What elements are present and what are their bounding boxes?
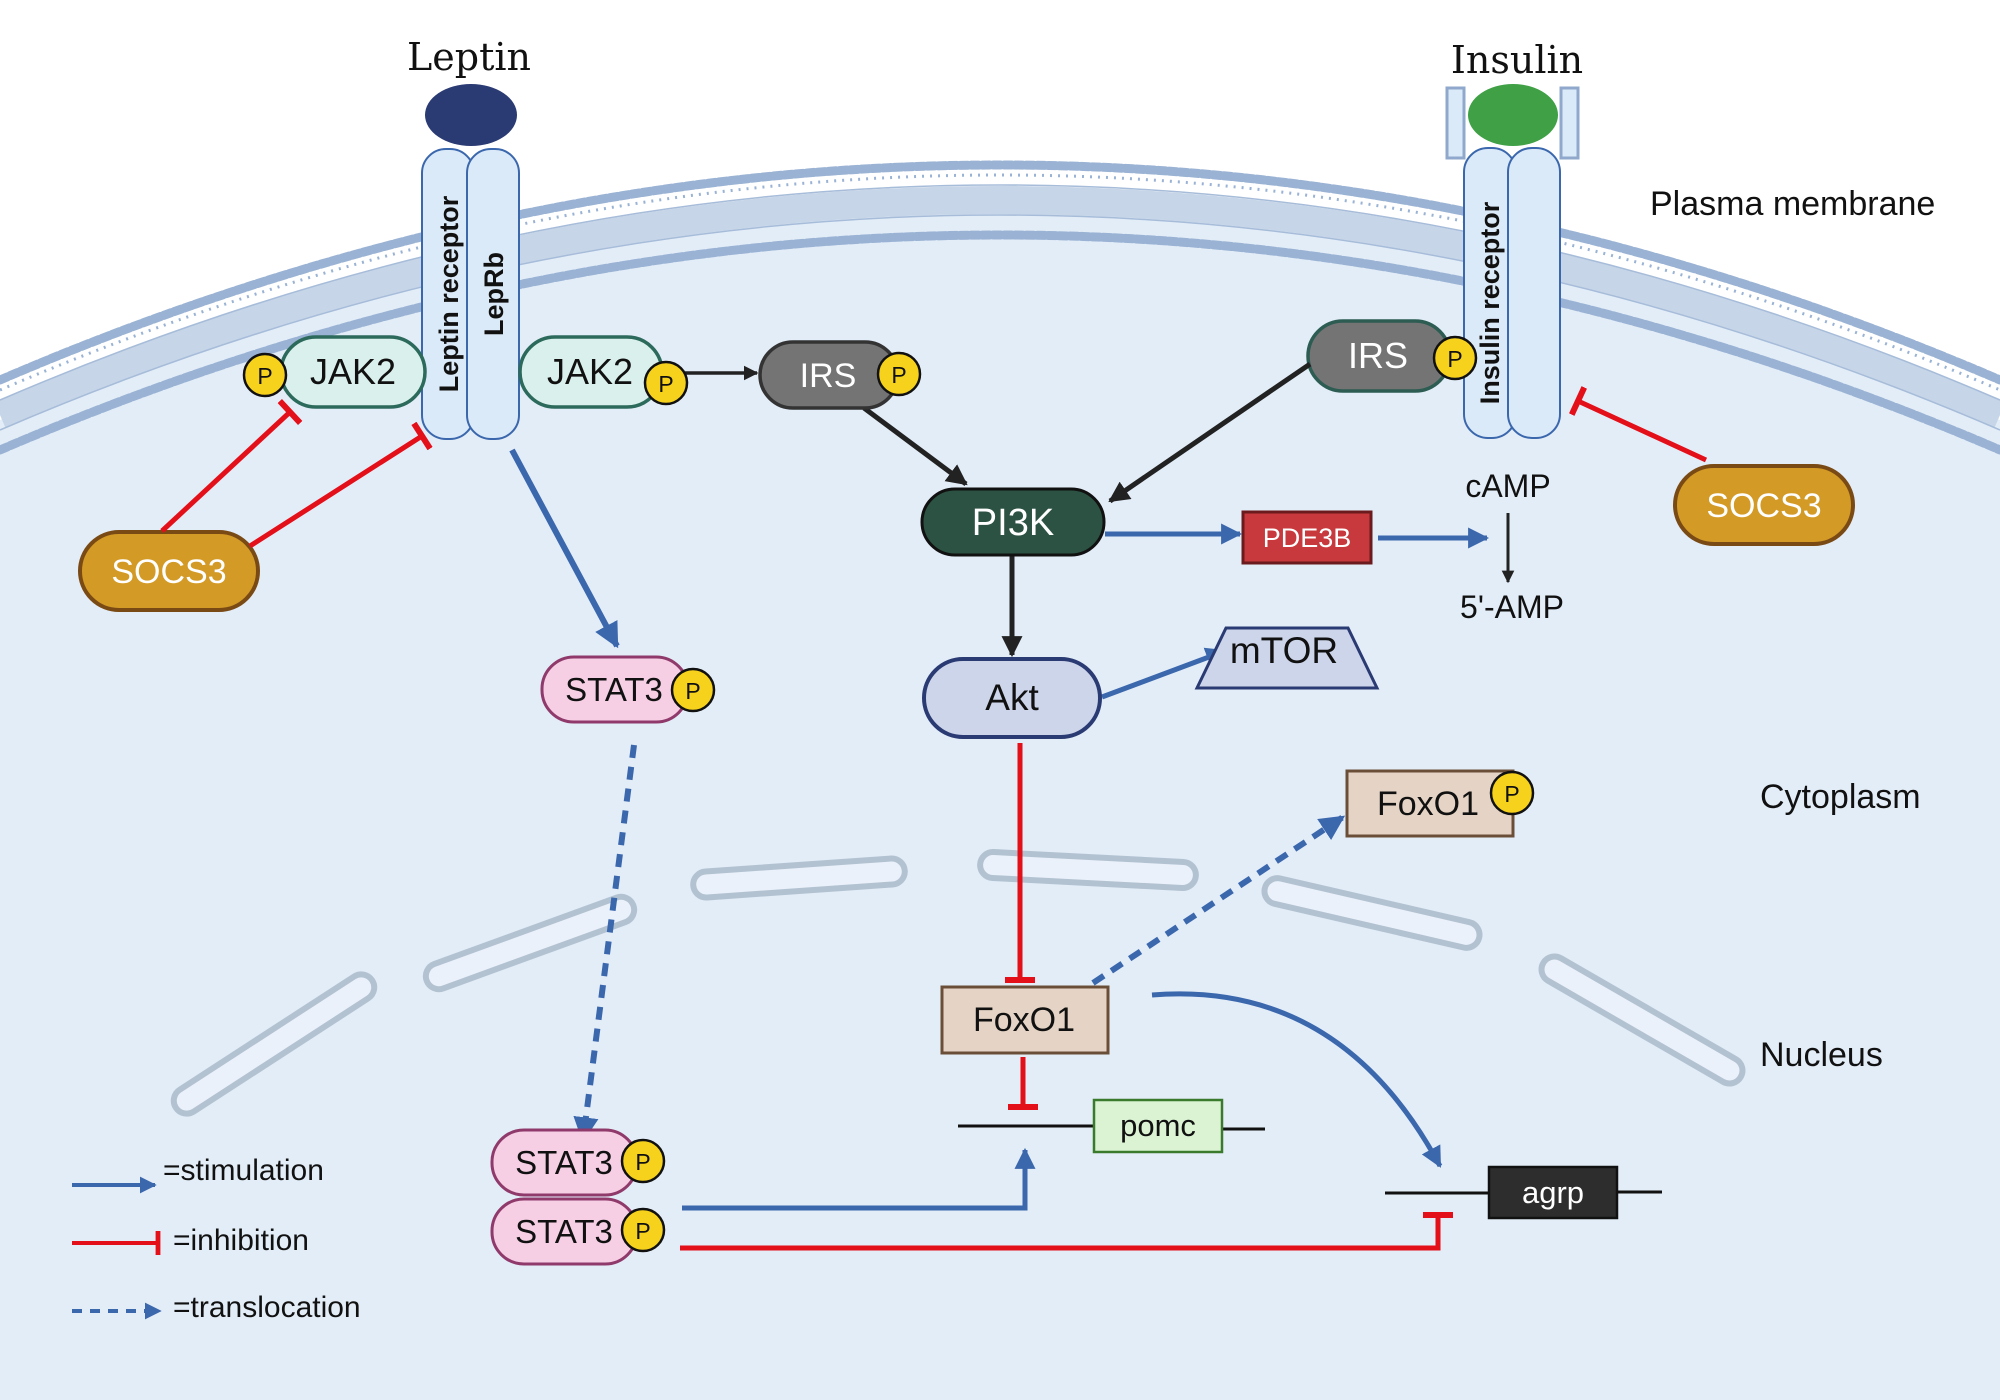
agrp-label: agrp <box>1522 1175 1584 1210</box>
insulin-label: Insulin <box>1451 38 1583 82</box>
akt <box>922 657 1102 739</box>
leprb-label: LepRb <box>479 252 509 336</box>
phospho-label: P <box>1504 781 1519 807</box>
stat3-cytoplasm-label: STAT3 <box>565 671 663 708</box>
jak2-right-label: JAK2 <box>547 351 633 392</box>
akt-to-mtor-arrow <box>1101 647 1227 700</box>
legend-inhibition-label: =inhibition <box>173 1224 309 1257</box>
phospho-label: P <box>891 362 906 388</box>
foxo1-nucleus-label: FoxO1 <box>973 1001 1075 1039</box>
cytoplasm-region <box>0 205 2000 1400</box>
camp-label: cAMP <box>1465 468 1550 504</box>
plasma-membrane <box>0 160 2000 455</box>
nuclear-envelope <box>170 849 1746 1117</box>
foxo1-to-agrp-arrow <box>1151 991 1443 1168</box>
stat3-to-pomc-arrow <box>682 1147 1036 1211</box>
insulin-ligand <box>1468 84 1558 146</box>
mtor-label: mTOR <box>1230 630 1338 671</box>
phospho-label: P <box>257 363 272 389</box>
phospho-stat3-cytoplasm <box>670 667 716 713</box>
phospho-stat3-dimer-bottom <box>620 1207 666 1253</box>
phospho-irs-leptin <box>876 351 922 397</box>
phospho-jak2-left <box>242 352 288 398</box>
jak2-left-label: JAK2 <box>310 351 396 392</box>
phospho-jak2-right <box>643 360 689 406</box>
socs3-right <box>1673 464 1855 546</box>
legend-translocation-label: =translocation <box>173 1291 361 1324</box>
legend: =stimulation =inhibition =translocation <box>72 1154 361 1324</box>
leptin-label: Leptin <box>407 35 531 79</box>
pde3b-label: PDE3B <box>1263 523 1352 553</box>
legend-stimulation-label: =stimulation <box>163 1154 324 1187</box>
agrp-gene <box>1487 1165 1619 1220</box>
irs-to-pi3k-arrow <box>862 405 968 487</box>
irs-insulin-label: IRS <box>1348 335 1408 376</box>
leprb-to-stat3-arrow <box>509 448 620 649</box>
nucleus-label: Nucleus <box>1760 1036 1883 1074</box>
socs3-right-label: SOCS3 <box>1706 487 1821 525</box>
leptin-receptor-chain-2 <box>466 148 520 440</box>
irs-insulin-to-pi3k-arrow <box>1108 361 1312 504</box>
phospho-stat3-dimer-top <box>620 1138 666 1184</box>
stat3-dimer-top-label: STAT3 <box>515 1144 613 1181</box>
pde3b <box>1241 510 1373 565</box>
leptin-ligand <box>425 84 517 146</box>
insulin-receptor-alpha-left <box>1445 86 1466 160</box>
phospho-label: P <box>1447 346 1462 372</box>
foxo1-cytoplasm-label: FoxO1 <box>1377 785 1479 823</box>
leptin-receptor-label: Leptin receptor <box>434 195 464 392</box>
stat3-inhibits-agrp <box>680 1212 1453 1251</box>
insulin-receptor-chain-2 <box>1507 147 1561 439</box>
stat3-dimer-bottom-label: STAT3 <box>515 1213 613 1250</box>
plasma-membrane-label: Plasma membrane <box>1650 185 1935 223</box>
pi3k-label: PI3K <box>972 502 1054 544</box>
insulin-receptor-alpha-right <box>1559 86 1580 160</box>
irs-leptin-label: IRS <box>800 357 857 395</box>
cytoplasm-label: Cytoplasm <box>1760 778 1921 816</box>
socs3-inhibits-insulin-receptor <box>1568 386 1708 463</box>
stat3-translocation-arrow <box>573 744 637 1143</box>
foxo1-export-arrow <box>1091 814 1346 986</box>
socs3-inhibits-jak2 <box>160 398 303 533</box>
phospho-irs-insulin <box>1432 335 1478 381</box>
phospho-label: P <box>635 1149 650 1175</box>
socs3-left-label: SOCS3 <box>111 553 226 591</box>
akt-label: Akt <box>985 677 1039 718</box>
insulin-receptor-label: Insulin receptor <box>1475 201 1505 404</box>
phospho-foxo1 <box>1489 770 1535 816</box>
pomc-gene <box>1092 1098 1224 1154</box>
phospho-label: P <box>685 678 700 704</box>
socs3-left <box>78 530 260 612</box>
foxo1-nucleus <box>940 985 1110 1055</box>
socs3-inhibits-leptin-receptor <box>248 421 433 549</box>
phospho-label: P <box>658 371 673 397</box>
pi3k <box>920 487 1106 557</box>
pomc-label: pomc <box>1120 1108 1196 1143</box>
5amp-label: 5'-AMP <box>1460 589 1564 625</box>
phospho-label: P <box>635 1218 650 1244</box>
mtor <box>1194 626 1380 690</box>
